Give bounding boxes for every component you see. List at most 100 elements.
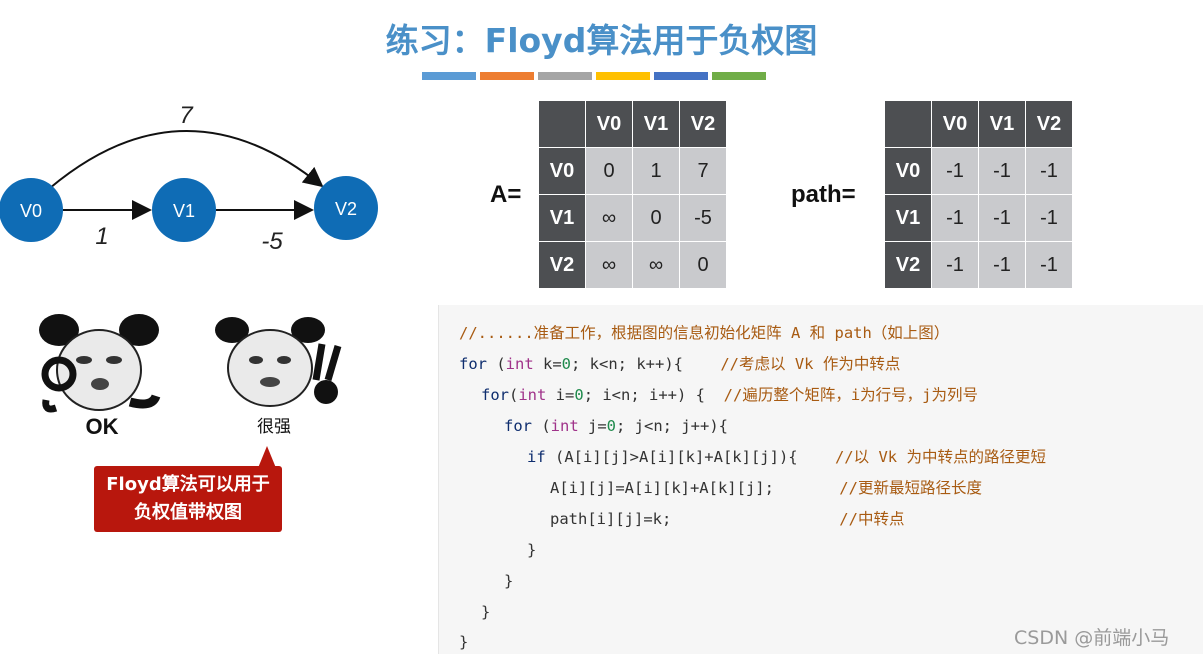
watermark: CSDN @前端小马 [1014,627,1170,649]
node-v0 [0,178,63,242]
matrix-a-cell: ∞ [585,194,633,242]
matrix-path-cell: -1 [978,194,1026,242]
title-bar-1 [422,72,476,80]
matrix-a-cell: 1 [632,147,680,195]
node-v2-label: V2 [335,199,357,219]
panda-ok-caption: OK [86,414,119,439]
matrix-path-corner [884,100,932,148]
code-brace: } [527,541,537,559]
node-v0-label: V0 [20,201,42,221]
title-bar-2 [480,72,534,80]
title-bar-4 [596,72,650,80]
matrix-a-cell: -5 [679,194,727,242]
code-text: (A[i][j]>A[i][k]+A[k][j]){ [545,448,835,466]
code-line-5: if (A[i][j]>A[i][k]+A[k][j]){ //以 Vk 为中转… [527,446,1046,468]
matrix-path-cell: -1 [931,147,979,195]
title-bar-6 [712,72,766,80]
code-text: ( [487,355,506,373]
code-comment: //遍历整个矩阵，i为行号，j为列号 [723,386,979,404]
matrix-path-cell: -1 [1025,241,1073,289]
code-text: ( [509,386,519,404]
node-v1-label: V1 [173,201,195,221]
callout-box: Floyd算法可以用于 负权值带权图 [94,466,282,532]
graph-diagram: V0 V1 V2 7 1 -5 [0,102,378,255]
code-text: i= [546,386,575,404]
matrix-path: V0 V1 V2 V0 -1 -1 -1 V1 -1 -1 -1 V2 -1 -… [884,100,1073,289]
code-type: int [505,355,534,373]
code-text: ; k<n; k++){ [571,355,721,373]
matrix-a-cell: ∞ [585,241,633,289]
panda-strong-caption: 很强 [257,417,291,437]
matrix-a-label: A= [490,181,522,208]
edge-v0-v2-weight: 7 [179,102,194,129]
code-text: path[i][j]=k; [550,510,840,528]
node-v2 [314,176,378,240]
code-text: ; i<n; i++) { [583,386,724,404]
code-line-6: A[i][j]=A[i][k]+A[k][j]; //更新最短路径长度 [550,477,982,499]
matrix-path-col-header: V2 [1025,100,1073,148]
matrix-a-row-header: V2 [538,241,586,289]
code-brace: } [459,633,469,651]
matrix-path-cell: -1 [978,241,1026,289]
edge-v1-v2-weight: -5 [261,228,283,255]
node-v1 [152,178,216,242]
matrix-a-col-header: V2 [679,100,727,148]
edge-v0-v2 [49,130,324,189]
code-comment: //中转点 [839,510,905,528]
code-keyword: for [459,355,487,373]
matrix-path-cell: -1 [1025,147,1073,195]
matrix-path-row-header: V1 [884,194,932,242]
panda-strong-meme-image: 很强 [215,317,342,437]
code-line-7: path[i][j]=k; //中转点 [550,508,904,530]
code-text: k= [533,355,562,373]
code-text: ( [532,417,551,435]
code-keyword: if [527,448,546,466]
code-type: int [550,417,579,435]
matrix-a-corner [538,100,586,148]
code-line-1: //......准备工作，根据图的信息初始化矩阵 A 和 path（如上图） [459,322,949,344]
code-line-11: } [459,631,468,653]
code-number: 0 [561,355,572,373]
matrix-path-cell: -1 [931,241,979,289]
callout-tail [258,446,276,468]
code-type: int [518,386,547,404]
title-bar-3 [538,72,592,80]
matrix-path-cell: -1 [931,194,979,242]
matrix-a-row-header: V0 [538,147,586,195]
code-comment: //考虑以 Vk 作为中转点 [720,355,901,373]
code-block: //......准备工作，根据图的信息初始化矩阵 A 和 path（如上图） f… [438,305,1203,654]
title-bar-5 [654,72,708,80]
matrix-path-row-header: V2 [884,241,932,289]
code-line-10: } [481,601,490,623]
code-line-8: } [527,539,536,561]
matrix-path-label: path= [791,181,856,208]
page-title: 练习：Floyd算法用于负权图 [385,21,818,60]
matrix-path-row-header: V0 [884,147,932,195]
code-line-4: for (int j=0; j<n; j++){ [504,415,728,437]
code-brace: } [504,572,514,590]
code-number: 0 [574,386,584,404]
code-line-9: } [504,570,513,592]
matrix-a-cell: 0 [632,194,680,242]
matrix-a-cell: 0 [585,147,633,195]
callout-line-2: 负权值带权图 [134,502,242,523]
matrix-a-col-header: V0 [585,100,633,148]
code-text: j= [578,417,607,435]
matrix-path-col-header: V0 [931,100,979,148]
code-line-3: for(int i=0; i<n; i++) { //遍历整个矩阵，i为行号，j… [481,384,978,406]
callout-line-1: Floyd算法可以用于 [106,474,270,495]
code-text: A[i][j]=A[i][k]+A[k][j]; [550,479,840,497]
matrix-a-cell: 0 [679,241,727,289]
code-line-2: for (int k=0; k<n; k++){ //考虑以 Vk 作为中转点 [459,353,900,375]
matrix-a: V0 V1 V2 V0 0 1 7 V1 ∞ 0 -5 V2 ∞ ∞ 0 [538,100,727,289]
panda-ok-meme-image: OK [39,314,161,439]
code-comment: //......准备工作，根据图的信息初始化矩阵 A 和 path（如上图） [459,324,950,342]
matrix-path-cell: -1 [1025,194,1073,242]
edge-v0-v1-weight: 1 [95,223,108,250]
code-comment: //更新最短路径长度 [839,479,982,497]
code-comment: //以 Vk 为中转点的路径更短 [834,448,1046,466]
code-keyword: for [504,417,532,435]
title-underline-bars [422,72,766,80]
matrix-path-cell: -1 [978,147,1026,195]
code-text: ; j<n; j++){ [616,417,728,435]
